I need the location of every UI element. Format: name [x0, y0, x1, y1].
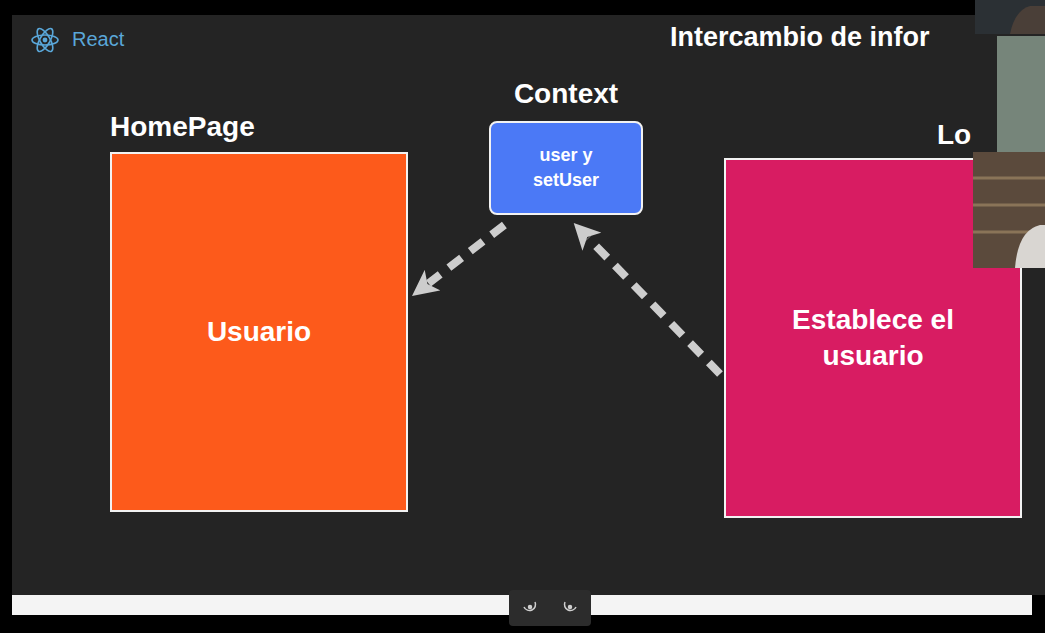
webcam-tile — [997, 36, 1045, 152]
box-body: Usuario — [207, 314, 311, 350]
dashed-arrow — [428, 225, 504, 283]
body-holder: Usuario — [207, 314, 311, 350]
rewind-arc — [524, 602, 536, 611]
webcam-tile — [975, 0, 1045, 34]
box-heading: HomePage — [110, 111, 255, 143]
shelf — [973, 204, 1045, 207]
rewind-dot — [529, 606, 532, 609]
logo-orbit — [34, 26, 56, 54]
forward-icon — [564, 602, 576, 611]
heading-holder: HomePage — [110, 111, 255, 143]
shelf — [973, 177, 1045, 180]
component-box: Contextuser y setUser — [489, 121, 643, 215]
bookshelf — [973, 178, 1045, 232]
logo-orbit — [32, 35, 58, 45]
logo-orbit — [34, 26, 56, 54]
shelf — [973, 231, 1045, 234]
body-holder: user y setUser — [533, 143, 599, 193]
slide-label: React — [72, 28, 124, 51]
body-holder: Establece el usuario — [768, 302, 978, 375]
react-logo — [32, 26, 58, 54]
logo-core — [43, 38, 48, 43]
forward-dot — [569, 606, 572, 609]
component-box: LoEstablece el usuario — [724, 158, 1022, 518]
webcam-person — [1010, 6, 1045, 34]
component-box: HomePageUsuario — [110, 152, 408, 512]
rewind-icon — [524, 602, 536, 611]
webcam-person — [1015, 225, 1045, 268]
heading-holder: Lo — [937, 119, 971, 151]
heading-holder: Context — [491, 78, 641, 110]
box-body: Establece el usuario — [768, 302, 978, 375]
forward-arc — [564, 602, 576, 611]
box-body: user y setUser — [533, 143, 599, 193]
box-heading: Context — [491, 78, 641, 110]
slide-ground — [12, 15, 1045, 595]
slide-title: Intercambio de infor — [670, 22, 930, 53]
webcam-tile — [973, 152, 1045, 268]
box-heading: Lo — [937, 119, 971, 151]
dashed-arrow — [588, 238, 720, 374]
player-controls — [509, 590, 591, 626]
